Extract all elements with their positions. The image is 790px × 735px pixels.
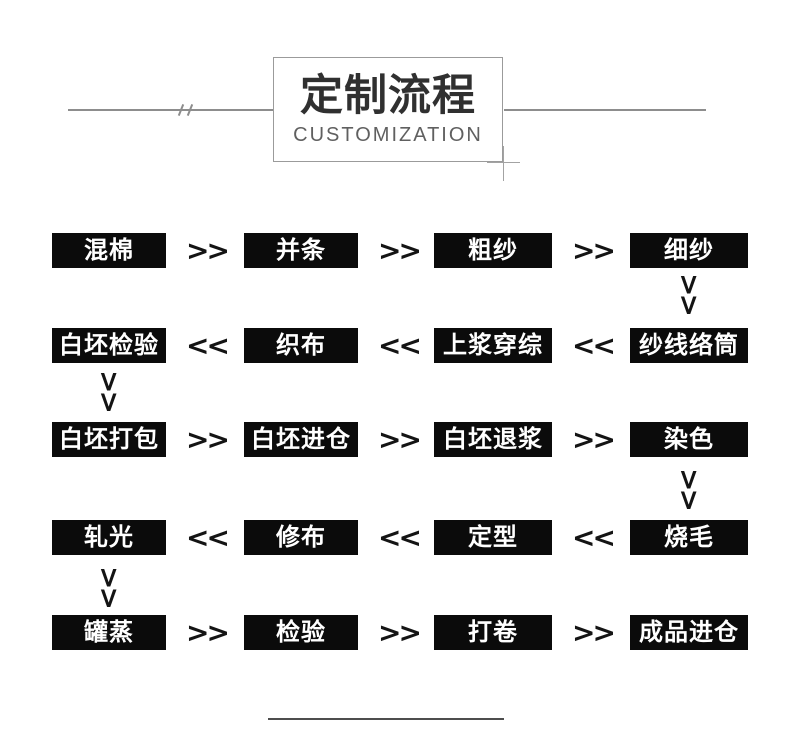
- arrow-left-icon: <<: [378, 520, 422, 554]
- process-step-box: 上浆穿综: [434, 328, 552, 363]
- arrow-right-icon: >>: [378, 615, 422, 649]
- arrow-down-icon: >>: [673, 468, 706, 509]
- process-step-box: 打卷: [434, 615, 552, 650]
- process-step-box: 轧光: [52, 520, 166, 555]
- arrow-down-icon: >>: [673, 273, 706, 314]
- process-step-box: 细纱: [630, 233, 748, 268]
- arrow-left-icon: <<: [572, 520, 616, 554]
- next-section-divider: [268, 718, 504, 720]
- crosshair-plus-icon: [503, 146, 504, 181]
- arrow-right-icon: >>: [378, 233, 422, 267]
- arrow-down-icon: >>: [93, 370, 126, 411]
- arrow-left-icon: <<: [186, 520, 230, 554]
- process-step-box: 罐蒸: [52, 615, 166, 650]
- process-step-box: 白坯退浆: [434, 422, 552, 457]
- process-step-box: 白坯打包: [52, 422, 166, 457]
- arrow-down-icon: >>: [93, 566, 126, 607]
- process-step-box: 检验: [244, 615, 358, 650]
- process-step-box: 定型: [434, 520, 552, 555]
- decor-line-right: [504, 109, 706, 111]
- process-step-box: 混棉: [52, 233, 166, 268]
- arrow-right-icon: >>: [186, 615, 230, 649]
- section-title-box: 定制流程 CUSTOMIZATION: [273, 57, 503, 162]
- decor-line-left: [68, 109, 273, 111]
- arrow-right-icon: >>: [378, 422, 422, 456]
- arrow-left-icon: <<: [572, 328, 616, 362]
- page-subtitle: CUSTOMIZATION: [293, 123, 483, 146]
- process-step-box: 烧毛: [630, 520, 748, 555]
- arrow-right-icon: >>: [572, 615, 616, 649]
- arrow-right-icon: >>: [186, 233, 230, 267]
- process-step-box: 纱线络筒: [630, 328, 748, 363]
- process-step-box: 染色: [630, 422, 748, 457]
- process-step-box: 织布: [244, 328, 358, 363]
- process-step-box: 白坯进仓: [244, 422, 358, 457]
- process-step-box: 并条: [244, 233, 358, 268]
- page-title: 定制流程: [300, 71, 476, 120]
- arrow-right-icon: >>: [186, 422, 230, 456]
- arrow-left-icon: <<: [378, 328, 422, 362]
- process-step-box: 成品进仓: [630, 615, 748, 650]
- process-step-box: 粗纱: [434, 233, 552, 268]
- process-step-box: 白坯检验: [52, 328, 166, 363]
- arrow-right-icon: >>: [572, 422, 616, 456]
- process-step-box: 修布: [244, 520, 358, 555]
- arrow-left-icon: <<: [186, 328, 230, 362]
- arrow-right-icon: >>: [572, 233, 616, 267]
